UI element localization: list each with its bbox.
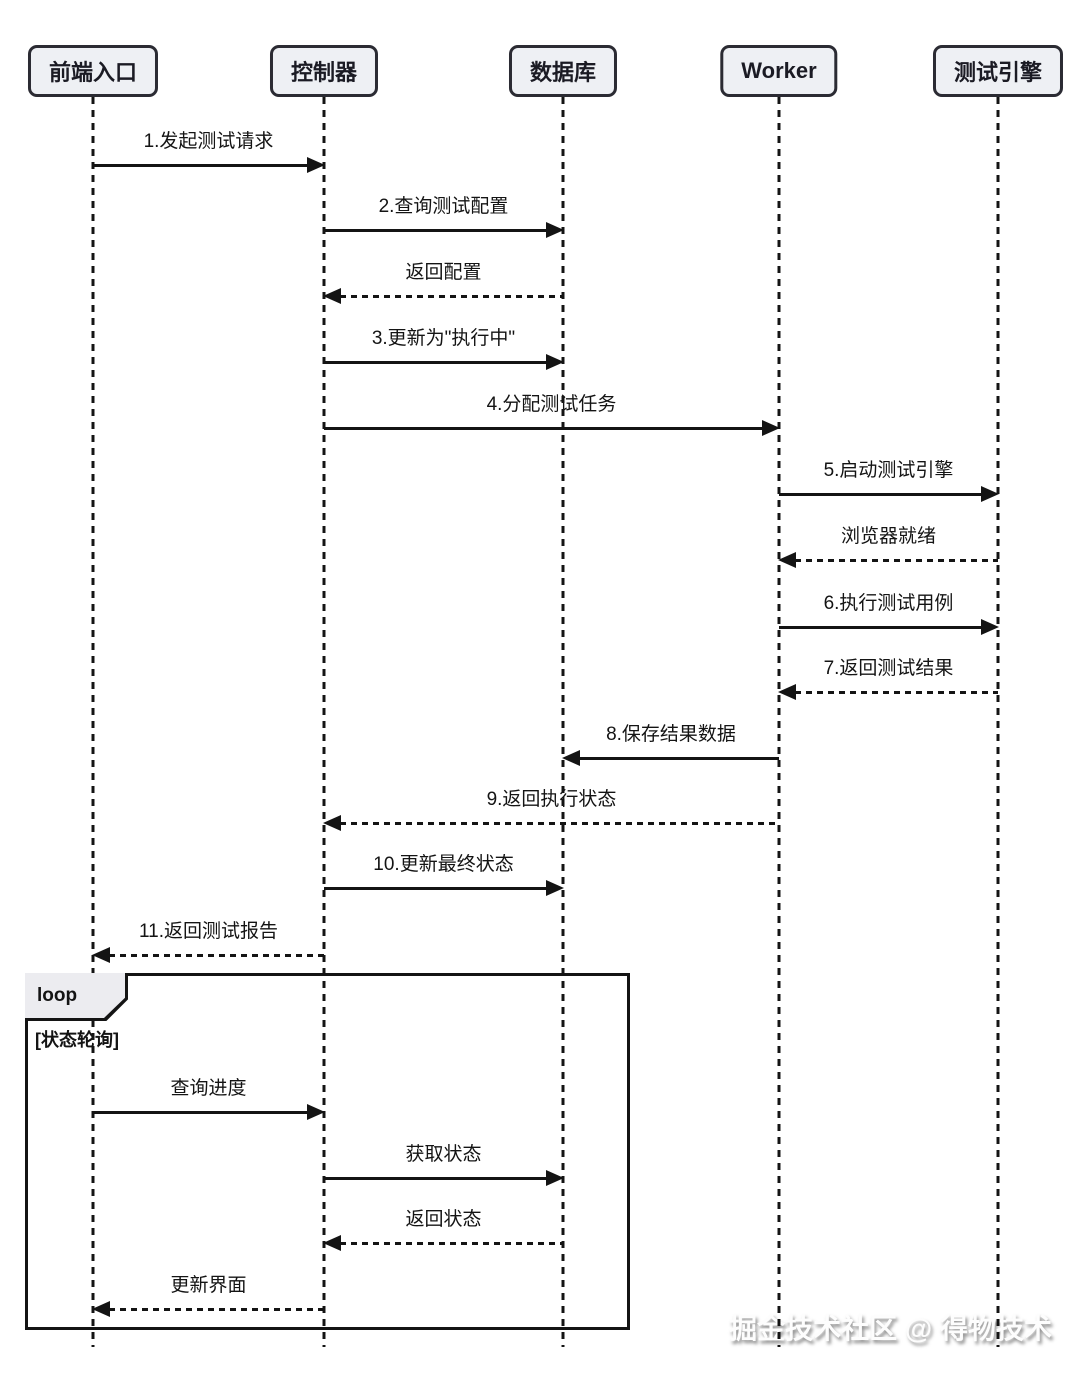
arrowhead-icon [562, 750, 580, 766]
solid-line [93, 163, 308, 167]
message-label-14: 查询进度 [170, 1078, 247, 1099]
lifeline-worker [777, 97, 781, 1347]
arrowhead-icon [323, 288, 341, 304]
arrowhead-icon [323, 815, 341, 831]
solid-line [779, 625, 982, 629]
arrowhead-icon [323, 1235, 341, 1251]
arrowhead-icon [981, 486, 999, 502]
message-label-12: 10.更新最终状态 [373, 854, 514, 875]
arrowhead-icon [92, 947, 110, 963]
message-label-11: 9.返回执行状态 [486, 789, 617, 810]
arrowhead-icon [762, 420, 780, 436]
solid-line [93, 1110, 308, 1114]
arrowhead-icon [778, 684, 796, 700]
arrowhead-icon [546, 1170, 564, 1186]
lifeline-controller [322, 97, 326, 1347]
message-label-6: 5.启动测试引擎 [823, 460, 954, 481]
dashed-line [340, 1241, 563, 1245]
message-label-17: 更新界面 [170, 1275, 247, 1296]
dashed-line [795, 690, 998, 694]
message-label-1: 1.发起测试请求 [143, 131, 274, 152]
message-label-16: 返回状态 [405, 1209, 482, 1230]
dashed-line [795, 558, 998, 562]
participant-database: 数据库 [508, 45, 618, 97]
arrowhead-icon [546, 222, 564, 238]
loop-fragment: loop [状态轮询] [25, 973, 630, 1330]
message-label-3: 返回配置 [405, 262, 482, 283]
arrowhead-icon [546, 354, 564, 370]
participant-worker: Worker [720, 45, 838, 97]
loop-tab: loop [25, 973, 128, 1021]
solid-line [579, 756, 779, 760]
solid-line [324, 426, 763, 430]
solid-line [324, 228, 547, 232]
lifeline-engine [996, 97, 1000, 1347]
solid-line [324, 1176, 547, 1180]
message-label-13: 11.返回测试报告 [138, 921, 279, 942]
dashed-line [109, 1307, 324, 1311]
arrowhead-icon [92, 1301, 110, 1317]
message-label-10: 8.保存结果数据 [606, 724, 736, 745]
message-label-9: 7.返回测试结果 [823, 658, 954, 679]
arrowhead-icon [981, 619, 999, 635]
dashed-line [109, 953, 324, 957]
solid-line [779, 492, 982, 496]
solid-line [324, 886, 547, 890]
arrowhead-icon [546, 880, 564, 896]
lifeline-database [561, 97, 565, 1347]
message-label-8: 6.执行测试用例 [823, 593, 954, 614]
solid-line [324, 360, 547, 364]
participant-frontend: 前端入口 [27, 45, 159, 97]
participant-engine: 测试引擎 [932, 45, 1064, 97]
arrowhead-icon [307, 1104, 325, 1120]
loop-keyword: loop [37, 984, 78, 1006]
loop-tab-label: loop [25, 973, 125, 1018]
message-label-4: 3.更新为"执行中" [371, 328, 516, 349]
message-label-15: 获取状态 [405, 1144, 482, 1165]
message-label-5: 4.分配测试任务 [486, 394, 617, 415]
dashed-line [340, 821, 779, 825]
lifeline-frontend [91, 97, 95, 1347]
arrowhead-icon [778, 552, 796, 568]
dashed-line [340, 294, 563, 298]
message-label-2: 2.查询测试配置 [378, 196, 509, 217]
message-label-7: 浏览器就绪 [840, 526, 937, 547]
arrowhead-icon [307, 157, 325, 173]
participant-controller: 控制器 [269, 45, 379, 97]
loop-condition-label: [状态轮询] [35, 1030, 119, 1050]
